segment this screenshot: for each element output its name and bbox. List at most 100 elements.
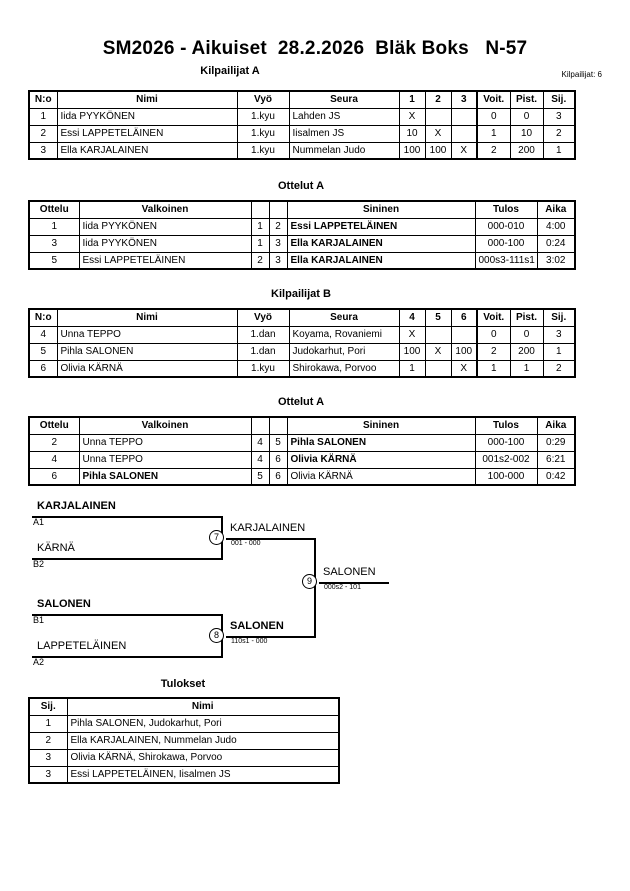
cell-m5: X xyxy=(424,342,452,361)
heading-ottelut-a: Ottelut A xyxy=(277,180,325,192)
cell-wins: 1 xyxy=(476,359,511,378)
col-m5: 5 xyxy=(424,308,452,327)
table-header-row: Sij. Nimi xyxy=(28,697,340,716)
cell-name: Ella KARJALAINEN xyxy=(56,141,238,160)
pool-b-table: N:o Nimi Vyö Seura 4 5 6 Voit. Pist. Sij… xyxy=(28,308,576,378)
table-row: 6 Olivia KÄRNÄ 1.kyu Shirokawa, Porvoo 1… xyxy=(28,359,576,378)
bracket-score-9: 000s2 - 101 xyxy=(324,584,361,591)
cell-blue: Olivia KÄRNÄ xyxy=(286,467,476,486)
table-row: 3 Essi LAPPETELÄINEN, Iisalmen JS xyxy=(28,765,340,784)
col-ottelu: Ottelu xyxy=(28,200,80,219)
cell-m4: X xyxy=(398,325,426,344)
table-row: 1 Iida PYYKÖNEN 1.kyu Lahden JS X 0 0 3 xyxy=(28,107,576,126)
cell-white: Iida PYYKÖNEN xyxy=(78,234,252,253)
cell-time: 0:29 xyxy=(536,433,576,452)
col-m3: 3 xyxy=(450,90,478,109)
col-m2: 2 xyxy=(424,90,452,109)
bracket-entrant-name-1: KARJALAINEN xyxy=(37,500,116,512)
table-row: 3 Iida PYYKÖNEN 1 3 Ella KARJALAINEN 000… xyxy=(28,234,576,253)
cell-rank: 1 xyxy=(28,714,68,733)
cell-m1: 100 xyxy=(398,141,426,160)
col-m1: 1 xyxy=(398,90,426,109)
bracket-line-entrant-4 xyxy=(32,656,223,658)
cell-match-no: 3 xyxy=(28,234,80,253)
cell-blue: Ella KARJALAINEN xyxy=(286,251,476,270)
bracket-line-entrant-1 xyxy=(32,516,223,518)
cell-time: 4:00 xyxy=(536,217,576,236)
cell-white-no: 2 xyxy=(250,251,270,270)
cell-belt: 1.kyu xyxy=(236,124,290,143)
col-pist: Pist. xyxy=(509,308,544,327)
cell-m3: X xyxy=(450,141,478,160)
elimination-bracket: KARJALAINEN A1 KÄRNÄ B2 7 KARJALAINEN 00… xyxy=(0,495,630,675)
table-row: 3 Olivia KÄRNÄ, Shirokawa, Porvoo xyxy=(28,748,340,767)
cell-no: 6 xyxy=(28,359,58,378)
bracket-line-entrant-2 xyxy=(32,558,223,560)
heading-ottelut-b: Ottelut A xyxy=(277,396,325,408)
cell-rank: 3 xyxy=(542,107,576,126)
col-no: N:o xyxy=(28,90,58,109)
cell-club: Iisalmen JS xyxy=(288,124,400,143)
cell-m4: 1 xyxy=(398,359,426,378)
cell-no: 3 xyxy=(28,141,58,160)
bracket-node-8: 8 xyxy=(209,628,224,643)
cell-name: Essi LAPPETELÄINEN, Iisalmen JS xyxy=(66,765,340,784)
bracket-node-9: 9 xyxy=(302,574,317,589)
bracket-connector-9 xyxy=(314,538,316,638)
col-aika: Aika xyxy=(536,200,576,219)
cell-m3 xyxy=(450,124,478,143)
cell-club: Shirokawa, Porvoo xyxy=(288,359,400,378)
bracket-entrant-name-3: SALONEN xyxy=(37,598,91,610)
cell-points: 200 xyxy=(509,141,544,160)
cell-time: 0:24 xyxy=(536,234,576,253)
bracket-entrant-seed-3: B1 xyxy=(33,615,45,625)
cell-blue: Essi LAPPETELÄINEN xyxy=(286,217,476,236)
col-pist: Pist. xyxy=(509,90,544,109)
cell-match-no: 4 xyxy=(28,450,80,469)
cell-rank: 2 xyxy=(542,124,576,143)
cell-m2 xyxy=(424,107,452,126)
cell-m6: 100 xyxy=(450,342,478,361)
cell-belt: 1.dan xyxy=(236,342,290,361)
cell-match-no: 1 xyxy=(28,217,80,236)
cell-match-no: 2 xyxy=(28,433,80,452)
cell-m2: 100 xyxy=(424,141,452,160)
cell-club: Nummelan Judo xyxy=(288,141,400,160)
cell-blue-no: 2 xyxy=(268,217,288,236)
col-valkoinen: Valkoinen xyxy=(78,416,252,435)
cell-name: Essi LAPPETELÄINEN xyxy=(56,124,238,143)
col-blue-no xyxy=(268,200,288,219)
cell-time: 0:42 xyxy=(536,467,576,486)
cell-m3 xyxy=(450,107,478,126)
cell-blue: Olivia KÄRNÄ xyxy=(286,450,476,469)
cell-blue-no: 6 xyxy=(268,450,288,469)
cell-name: Ella KARJALAINEN, Nummelan Judo xyxy=(66,731,340,750)
page-title: SM2026 - Aikuiset 28.2.2026 Bläk Boks N-… xyxy=(102,38,528,59)
cell-result: 000-100 xyxy=(474,433,538,452)
col-nimi: Nimi xyxy=(56,308,238,327)
table-row: 5 Essi LAPPETELÄINEN 2 3 Ella KARJALAINE… xyxy=(28,251,576,270)
cell-belt: 1.dan xyxy=(236,325,290,344)
cell-blue-no: 3 xyxy=(268,234,288,253)
cell-m5 xyxy=(424,359,452,378)
heading-kilpailijat-a: Kilpailijat A xyxy=(200,65,260,77)
table-row: 3 Ella KARJALAINEN 1.kyu Nummelan Judo 1… xyxy=(28,141,576,160)
cell-points: 0 xyxy=(509,107,544,126)
cell-white: Essi LAPPETELÄINEN xyxy=(78,251,252,270)
cell-club: Lahden JS xyxy=(288,107,400,126)
col-tulos: Tulos xyxy=(474,416,538,435)
cell-rank: 2 xyxy=(542,359,576,378)
col-sininen: Sininen xyxy=(286,416,476,435)
table-header-row: N:o Nimi Vyö Seura 1 2 3 Voit. Pist. Sij… xyxy=(28,90,576,109)
cell-blue-no: 3 xyxy=(268,251,288,270)
col-sij: Sij. xyxy=(542,308,576,327)
table-header-row: Ottelu Valkoinen Sininen Tulos Aika xyxy=(28,200,576,219)
cell-no: 4 xyxy=(28,325,58,344)
bracket-node-7: 7 xyxy=(209,530,224,545)
col-valkoinen: Valkoinen xyxy=(78,200,252,219)
bracket-entrant-seed-4: A2 xyxy=(33,657,45,667)
cell-white-no: 4 xyxy=(250,450,270,469)
cell-m1: 10 xyxy=(398,124,426,143)
cell-wins: 1 xyxy=(476,124,511,143)
cell-m2: X xyxy=(424,124,452,143)
